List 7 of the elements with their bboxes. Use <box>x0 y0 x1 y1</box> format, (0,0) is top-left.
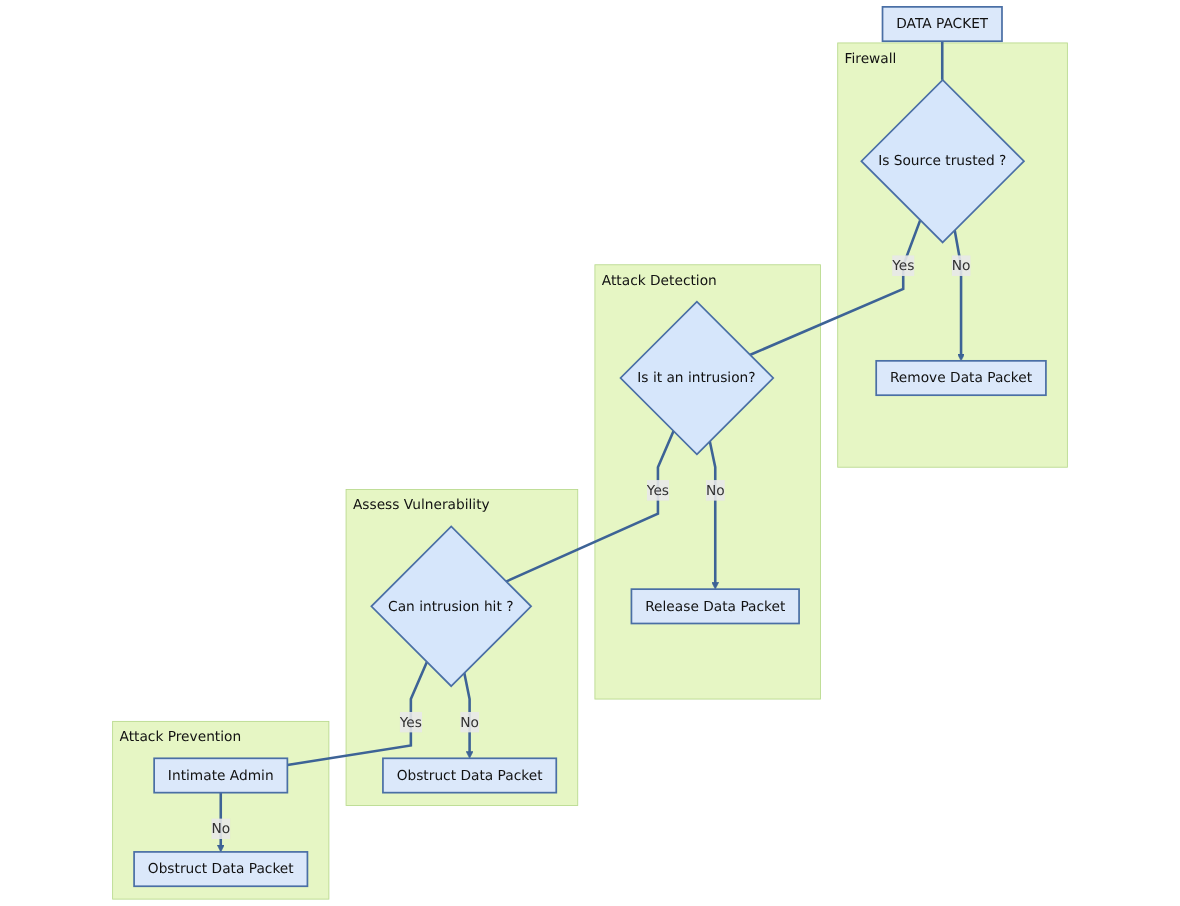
arrow <box>463 672 474 759</box>
connector <box>749 219 922 357</box>
arrow <box>708 440 720 590</box>
connector <box>940 41 944 80</box>
connector <box>505 430 675 583</box>
arrow <box>953 229 965 362</box>
connector <box>287 661 428 767</box>
